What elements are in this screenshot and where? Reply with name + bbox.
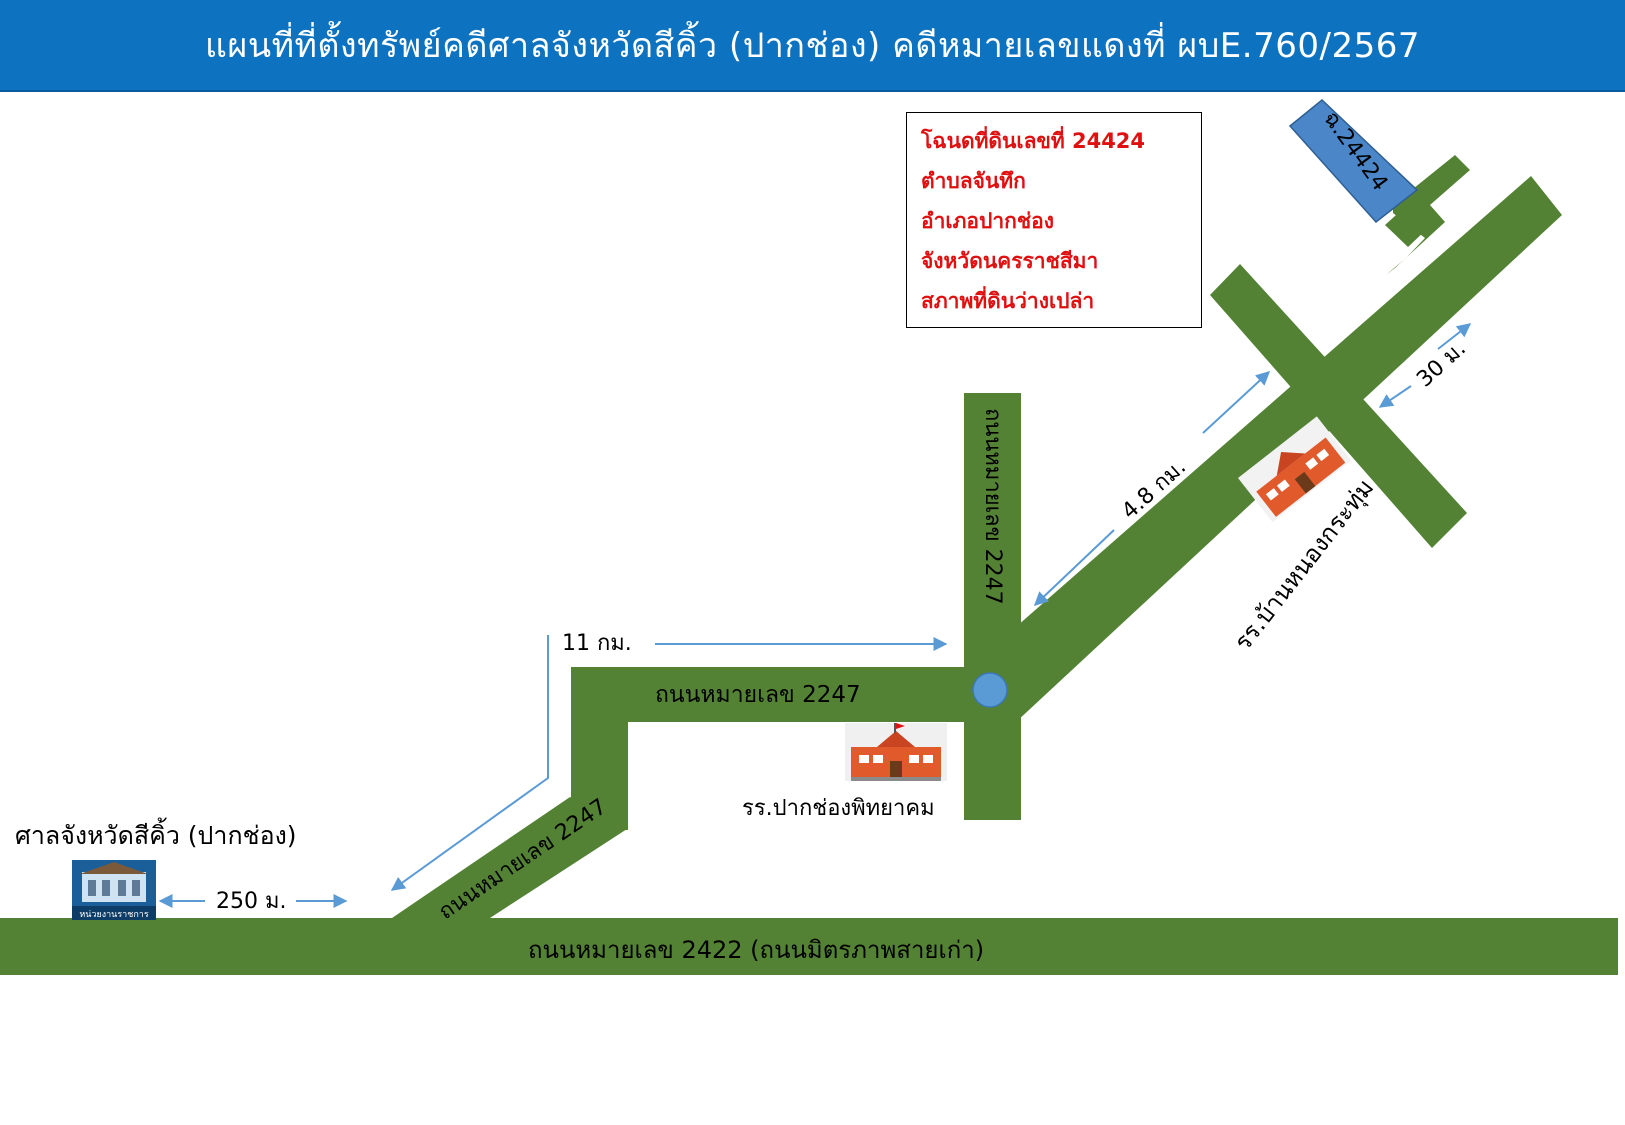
info-line-province: จังหวัดนครราชสีมา [921,249,1099,273]
road-2247-horizontal [571,667,1021,722]
map-title: แผนที่ที่ตั้งทรัพย์คดีศาลจังหวัดสีคิ้ว (… [205,26,1420,66]
main-road-2422 [0,918,1618,975]
court-sign-label: หน่วยงานราชการ [79,910,149,920]
info-line-title-deed: โฉนดที่ดินเลขที่ 24424 [921,129,1146,153]
school-pakchong-label: รร.ปากช่องพิทยาคม [742,796,935,821]
title-bar: แผนที่ที่ตั้งทรัพย์คดีศาลจังหวัดสีคิ้ว (… [0,0,1625,92]
cross-road [1210,264,1467,548]
distance-arrow-icon [1202,371,1271,434]
road-2247-diagonal-lower [392,797,627,918]
distance-markers [158,323,1472,908]
road-network [0,155,1618,975]
distance-court-label: 250 ม. [216,889,286,914]
info-line-district: อำเภอปากช่อง [921,209,1054,233]
distance-arrow-icon [1378,385,1412,408]
school-building-icon [845,723,947,781]
school-building-icon [1238,416,1352,523]
road-2247-vertical-label: ถนนหมายเลข 2247 [980,408,1005,605]
info-line-condition: สภาพที่ดินว่างเปล่า [921,289,1095,313]
junction-marker-icon [972,672,1008,708]
distance-arrow-icon [1437,323,1472,350]
info-line-subdistrict: ตำบลจันทึก [921,169,1026,193]
parcel-shape [1288,99,1419,224]
parcel-24424: ฉ.24424 [1288,99,1419,224]
distance-arrow-icon [1033,529,1115,606]
parcel-info-box: โฉนดที่ดินเลขที่ 24424 ตำบลจันทึก อำเภอป… [906,112,1202,328]
court-building-icon: หน่วยงานราชการ [72,860,156,920]
road-2247-horizontal-label: ถนนหมายเลข 2247 [655,682,861,708]
road-2247-diagonal-label: ถนนหมายเลข 2247 [434,794,611,925]
road-2247-vertical [964,393,1021,820]
parcel-spur [1385,207,1428,247]
distance-11km-label: 11 กม. [562,631,632,656]
court-label: ศาลจังหวัดสีคิ้ว (ปากช่อง) [15,817,297,850]
distance-arrow-icon [390,635,549,891]
parcel-access-road [1386,155,1470,275]
road-2247-diagonal-upper [985,176,1562,722]
main-road-label: ถนนหมายเลข 2422 (ถนนมิตรภาพสายเก่า) [528,936,984,964]
